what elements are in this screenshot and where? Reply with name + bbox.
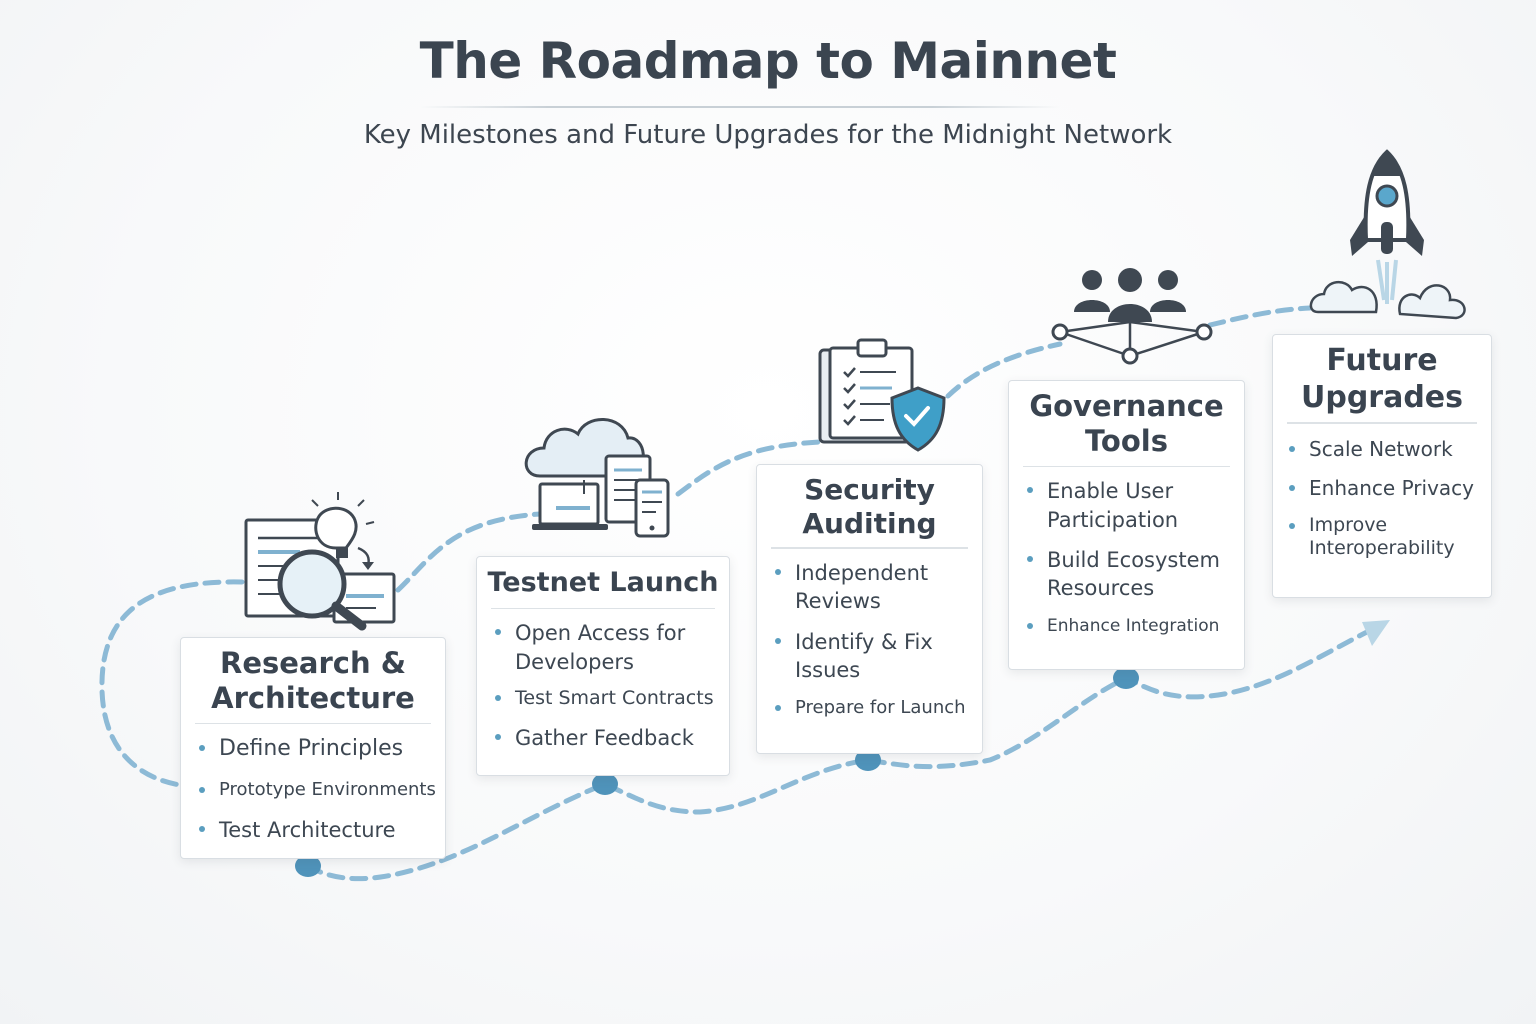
milestone-card-security: Security Auditing Independent Reviews Id… bbox=[756, 464, 983, 754]
milestone-title: Security Auditing bbox=[802, 473, 937, 541]
list-item: Improve Interoperability bbox=[1289, 514, 1491, 562]
card-divider bbox=[1023, 465, 1230, 468]
milestone-items: Open Access for Developers Test Smart Co… bbox=[477, 609, 729, 752]
list-item: Build Ecosystem Resources bbox=[1027, 546, 1244, 603]
list-item: Enable User Participation bbox=[1027, 477, 1244, 534]
list-item: Prototype Environments bbox=[199, 778, 445, 802]
list-item: Prepare for Launch bbox=[775, 696, 982, 720]
list-item: Gather Feedback bbox=[495, 724, 729, 752]
page-title: The Roadmap to Mainnet bbox=[419, 32, 1117, 90]
card-divider bbox=[1287, 422, 1477, 424]
milestone-title: Testnet Launch bbox=[487, 567, 719, 598]
checklist-shield-icon bbox=[818, 338, 946, 452]
card-divider bbox=[491, 607, 715, 610]
list-item: Identify & Fix Issues bbox=[775, 628, 982, 685]
milestone-node-3 bbox=[855, 749, 881, 771]
list-item: Test Smart Contracts bbox=[495, 686, 729, 712]
milestone-card-governance: Governance Tools Enable User Participati… bbox=[1008, 380, 1245, 670]
milestone-items: Scale Network Enhance Privacy Improve In… bbox=[1273, 424, 1491, 562]
milestone-title: Governance Tools bbox=[1029, 389, 1224, 459]
rocket-launch-icon bbox=[1309, 149, 1466, 320]
milestone-card-testnet: Testnet Launch Open Access for Developer… bbox=[476, 556, 730, 776]
list-item: Test Architecture bbox=[199, 816, 445, 844]
milestone-title: Research & Architecture bbox=[211, 646, 415, 716]
title-divider bbox=[420, 106, 1060, 108]
milestone-items: Define Principles Prototype Environments… bbox=[181, 724, 445, 844]
list-item: Enhance Integration bbox=[1027, 615, 1244, 638]
roadmap-path-lower bbox=[305, 625, 1378, 882]
milestone-node-4 bbox=[1113, 667, 1139, 689]
people-network-icon bbox=[1051, 268, 1213, 365]
list-item: Enhance Privacy bbox=[1289, 475, 1491, 502]
card-divider bbox=[195, 722, 431, 725]
list-item: Scale Network bbox=[1289, 436, 1491, 463]
list-item: Open Access for Developers bbox=[495, 619, 729, 676]
list-item: Independent Reviews bbox=[775, 559, 982, 616]
roadmap-path-upper bbox=[99, 305, 1313, 788]
cloud-devices-icon bbox=[524, 418, 670, 538]
card-divider bbox=[771, 547, 968, 549]
research-magnifier-lightbulb-icon bbox=[244, 492, 396, 631]
list-item: Define Principles bbox=[199, 734, 445, 764]
milestone-items: Enable User Participation Build Ecosyste… bbox=[1009, 467, 1244, 637]
page-subtitle: Key Milestones and Future Upgrades for t… bbox=[363, 120, 1173, 150]
milestone-card-future: Future Upgrades Scale Network Enhance Pr… bbox=[1272, 334, 1492, 598]
milestone-title: Future Upgrades bbox=[1300, 343, 1464, 415]
milestone-card-research: Research & Architecture Define Principle… bbox=[180, 637, 446, 859]
milestone-items: Independent Reviews Identify & Fix Issue… bbox=[757, 549, 982, 721]
milestone-node-2 bbox=[592, 773, 618, 795]
milestone-node-1 bbox=[295, 855, 321, 877]
path-arrowhead bbox=[1362, 620, 1390, 646]
